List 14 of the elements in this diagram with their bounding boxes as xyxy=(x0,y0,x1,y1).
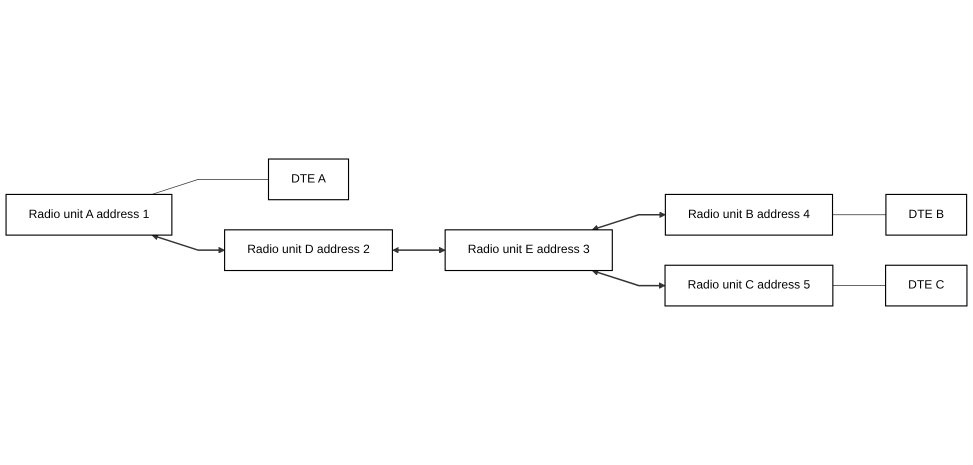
node-box: Radio unit D address 2 xyxy=(224,229,393,272)
node-box: DTE C xyxy=(885,264,968,306)
arrow xyxy=(592,211,666,232)
arrow xyxy=(592,269,666,289)
arrow xyxy=(392,246,446,254)
node-box: Radio unit C address 5 xyxy=(664,264,834,306)
node-box: DTE B xyxy=(885,194,968,236)
connector xyxy=(832,285,886,286)
node-box: Radio unit A address 1 xyxy=(6,194,172,236)
connector xyxy=(832,214,886,216)
node-box: Radio unit B address 4 xyxy=(664,194,834,236)
node-box: Radio unit E address 3 xyxy=(444,229,613,272)
arrow xyxy=(152,234,225,254)
node-box: DTE A xyxy=(268,158,350,200)
